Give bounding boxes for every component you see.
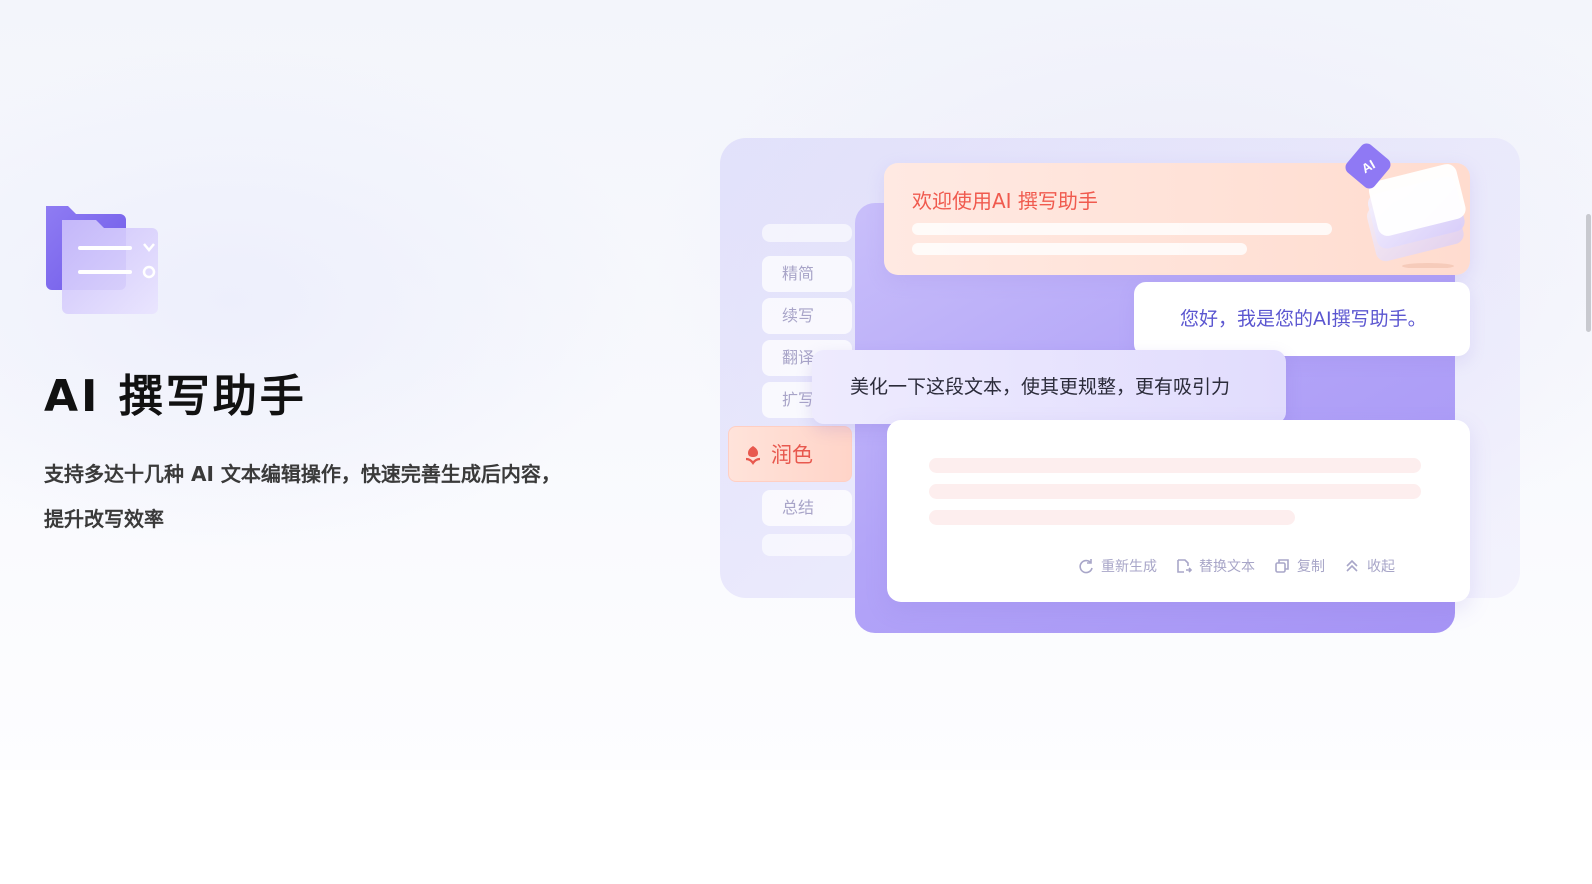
- replace-label: 替换文本: [1199, 559, 1255, 575]
- result-actions: 重新生成 替换文本 复制: [1077, 556, 1395, 576]
- menu-item-continue: 续写: [762, 298, 852, 334]
- ai-stack-icon: AI: [1345, 143, 1466, 268]
- menu-item-summary: 总结: [762, 490, 852, 526]
- collapse-action: 收起: [1343, 556, 1395, 576]
- feature-description: 支持多达十几种 AI 文本编辑操作，快速完善生成后内容，提升改写效率: [44, 462, 561, 531]
- assistant-message: 您好，我是您的AI撰写助手。: [1134, 282, 1470, 356]
- scrollbar-thumb[interactable]: [1586, 214, 1591, 332]
- copy-label: 复制: [1297, 559, 1325, 575]
- collapse-label: 收起: [1367, 559, 1395, 575]
- copy-action: 复制: [1273, 556, 1325, 576]
- menu-item-polish-label: 润色: [771, 443, 813, 467]
- placeholder-line: [929, 484, 1421, 499]
- placeholder-line: [929, 510, 1295, 525]
- replace-icon: [1177, 559, 1193, 573]
- page-title: AI 撰写助手: [44, 371, 307, 422]
- menu-item-blank: [762, 534, 852, 556]
- menu-item-blank: [762, 224, 852, 242]
- placeholder-line: [912, 243, 1247, 255]
- placeholder-line: [929, 458, 1421, 473]
- tulip-icon: [745, 446, 761, 465]
- menu-item-simplify: 精简: [762, 256, 852, 292]
- scrollbar[interactable]: [1584, 0, 1592, 884]
- ai-badge-text: AI: [1359, 157, 1378, 176]
- regenerate-label: 重新生成: [1101, 559, 1157, 575]
- document-folder-icon: [46, 206, 158, 314]
- welcome-text: 欢迎使用AI 撰写助手: [912, 189, 1098, 213]
- replace-action: 替换文本: [1175, 556, 1255, 576]
- ai-writer-illustration: 精简 续写 翻译 扩写 润色 总结 欢迎使用AI 撰写助手: [700, 128, 1530, 633]
- copy-icon: [1275, 559, 1289, 573]
- placeholder-line: [912, 223, 1332, 235]
- result-card: 重新生成 替换文本 复制: [887, 420, 1470, 602]
- regenerate-action: 重新生成: [1077, 556, 1157, 576]
- page-bottom: [0, 770, 1592, 884]
- user-prompt-text: 美化一下这段文本，使其更规整，更有吸引力: [850, 376, 1231, 398]
- user-prompt: 美化一下这段文本，使其更规整，更有吸引力: [812, 350, 1286, 424]
- chevrons-up-icon: [1346, 559, 1358, 572]
- menu-item-polish: 润色: [728, 426, 852, 482]
- refresh-icon: [1079, 559, 1093, 574]
- assistant-message-text: 您好，我是您的AI撰写助手。: [1180, 308, 1427, 330]
